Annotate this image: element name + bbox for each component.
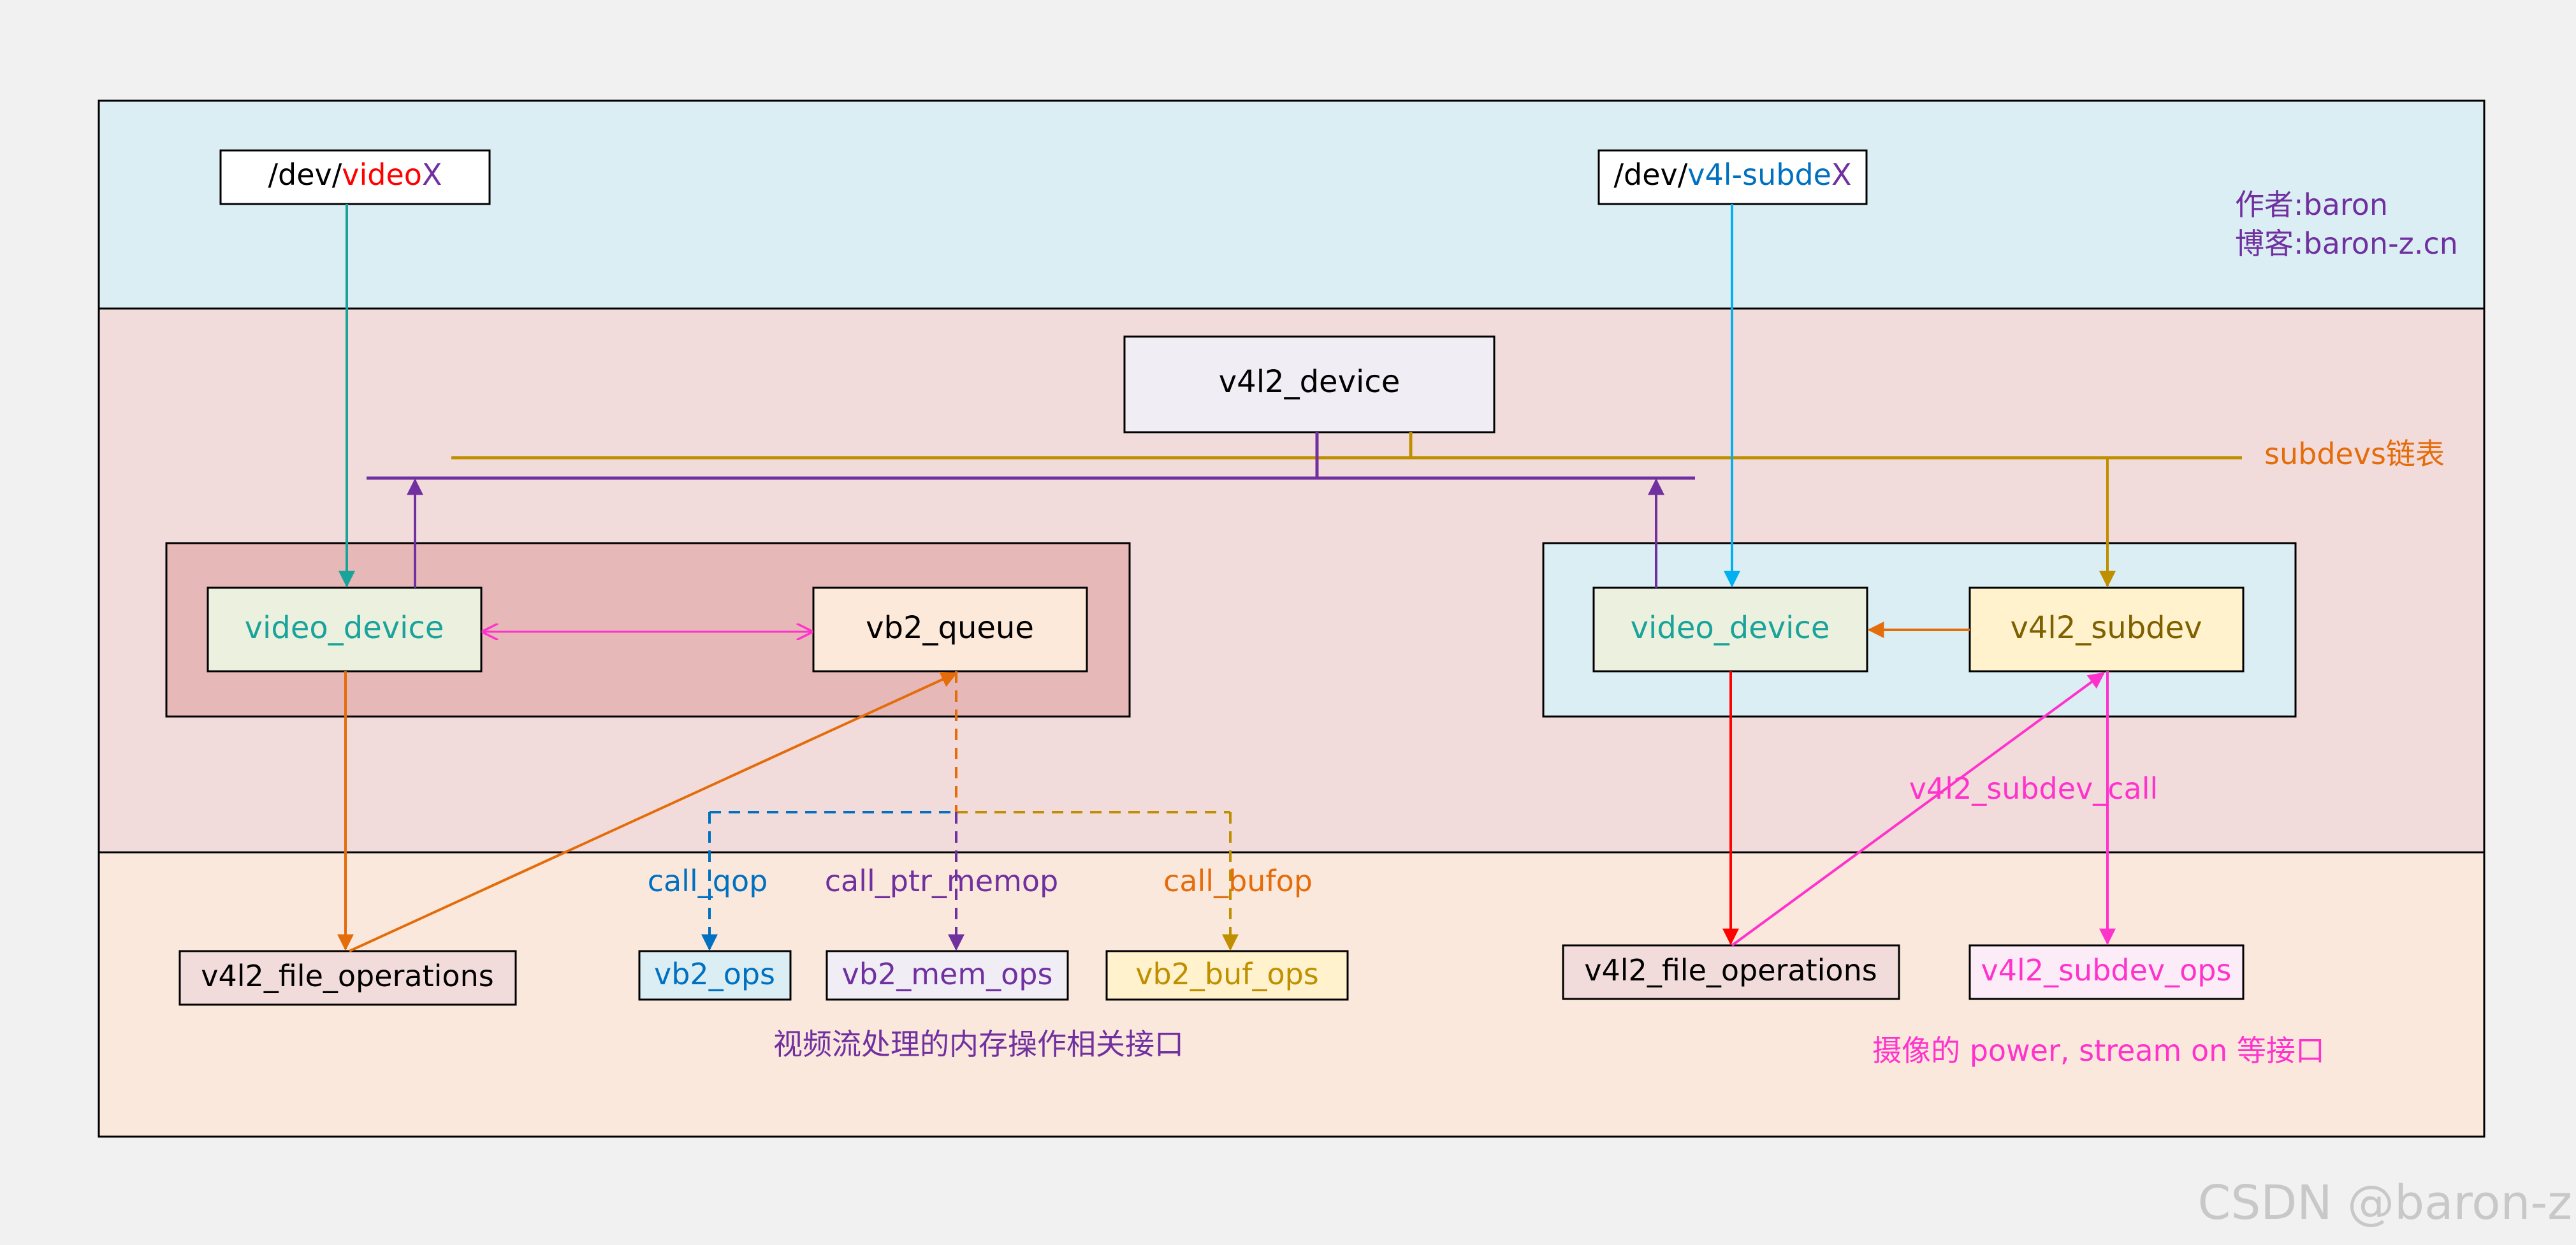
right-video-device-node: video_device — [1592, 586, 1868, 673]
v4l2-subdev-node: v4l2_subdev — [1968, 586, 2245, 673]
vb2-buf-ops-label: vb2_buf_ops — [1135, 957, 1319, 991]
dev-video-prefix: /dev/ — [268, 157, 342, 192]
vb2-queue-label: vb2_queue — [866, 610, 1034, 646]
v4l2-subdev-ops-label: v4l2_subdev_ops — [1981, 953, 2232, 987]
vb2-ops-label: vb2_ops — [654, 957, 775, 991]
arrow-fileops-to-v4l2subdev — [1731, 672, 2106, 947]
left-video-device-label: video_device — [245, 610, 444, 646]
note-right: 摄像的 power, stream on 等接口 — [1872, 1033, 2325, 1068]
dev-video-highlight: video — [342, 157, 422, 192]
arrow-fileops-to-vb2queue — [349, 671, 958, 952]
dev-video-node: /dev/videoX — [219, 149, 491, 205]
dev-subdev-node: /dev/v4l-subdeX — [1597, 149, 1868, 205]
vb2-mem-ops-label: vb2_mem_ops — [842, 957, 1053, 991]
right-video-device-label: video_device — [1631, 610, 1830, 646]
call-bufop-label: call_bufop — [1163, 864, 1313, 898]
vb2-queue-node: vb2_queue — [812, 586, 1088, 673]
author-label: 作者:baron — [2235, 187, 2388, 222]
v4l2-subdev-ops-node: v4l2_subdev_ops — [1968, 944, 2245, 1000]
v4l2-subdev-label: v4l2_subdev — [2010, 610, 2202, 646]
vb2-mem-ops-node: vb2_mem_ops — [826, 950, 1069, 1001]
right-file-operations-node: v4l2_file_operations — [1562, 944, 1900, 1000]
dev-subdev-prefix: /dev/ — [1614, 157, 1688, 192]
blog-label: 博客:baron-z.cn — [2235, 226, 2458, 261]
call-ptr-memop-label: call_ptr_memop — [825, 864, 1058, 898]
watermark: CSDN @baron-z — [2198, 1176, 2572, 1230]
dev-subdev-suffix: X — [1831, 157, 1852, 192]
svg-text:/dev/videoX: /dev/videoX — [268, 157, 442, 192]
right-file-operations-label: v4l2_file_operations — [1584, 953, 1877, 987]
left-file-operations-label: v4l2_file_operations — [201, 959, 493, 993]
dev-video-suffix: X — [422, 157, 442, 192]
v4l2-subdev-call-label: v4l2_subdev_call — [1909, 771, 2158, 806]
vb2-buf-ops-node: vb2_buf_ops — [1105, 950, 1349, 1001]
left-file-operations-node: v4l2_file_operations — [178, 950, 517, 1006]
call-qop-label: call_qop — [648, 864, 768, 898]
vb2-ops-node: vb2_ops — [638, 950, 792, 1001]
v4l2-device-node: v4l2_device — [1123, 335, 1495, 433]
subdevs-list-label: subdevs链表 — [2264, 437, 2445, 471]
v4l2-device-label: v4l2_device — [1219, 364, 1400, 400]
top-band — [98, 99, 2485, 310]
note-left: 视频流处理的内存操作相关接口 — [773, 1027, 1184, 1061]
dev-subdev-highlight: v4l-subde — [1687, 157, 1831, 192]
svg-text:/dev/v4l-subdeX: /dev/v4l-subdeX — [1614, 157, 1852, 192]
left-video-device-node: video_device — [207, 586, 483, 673]
